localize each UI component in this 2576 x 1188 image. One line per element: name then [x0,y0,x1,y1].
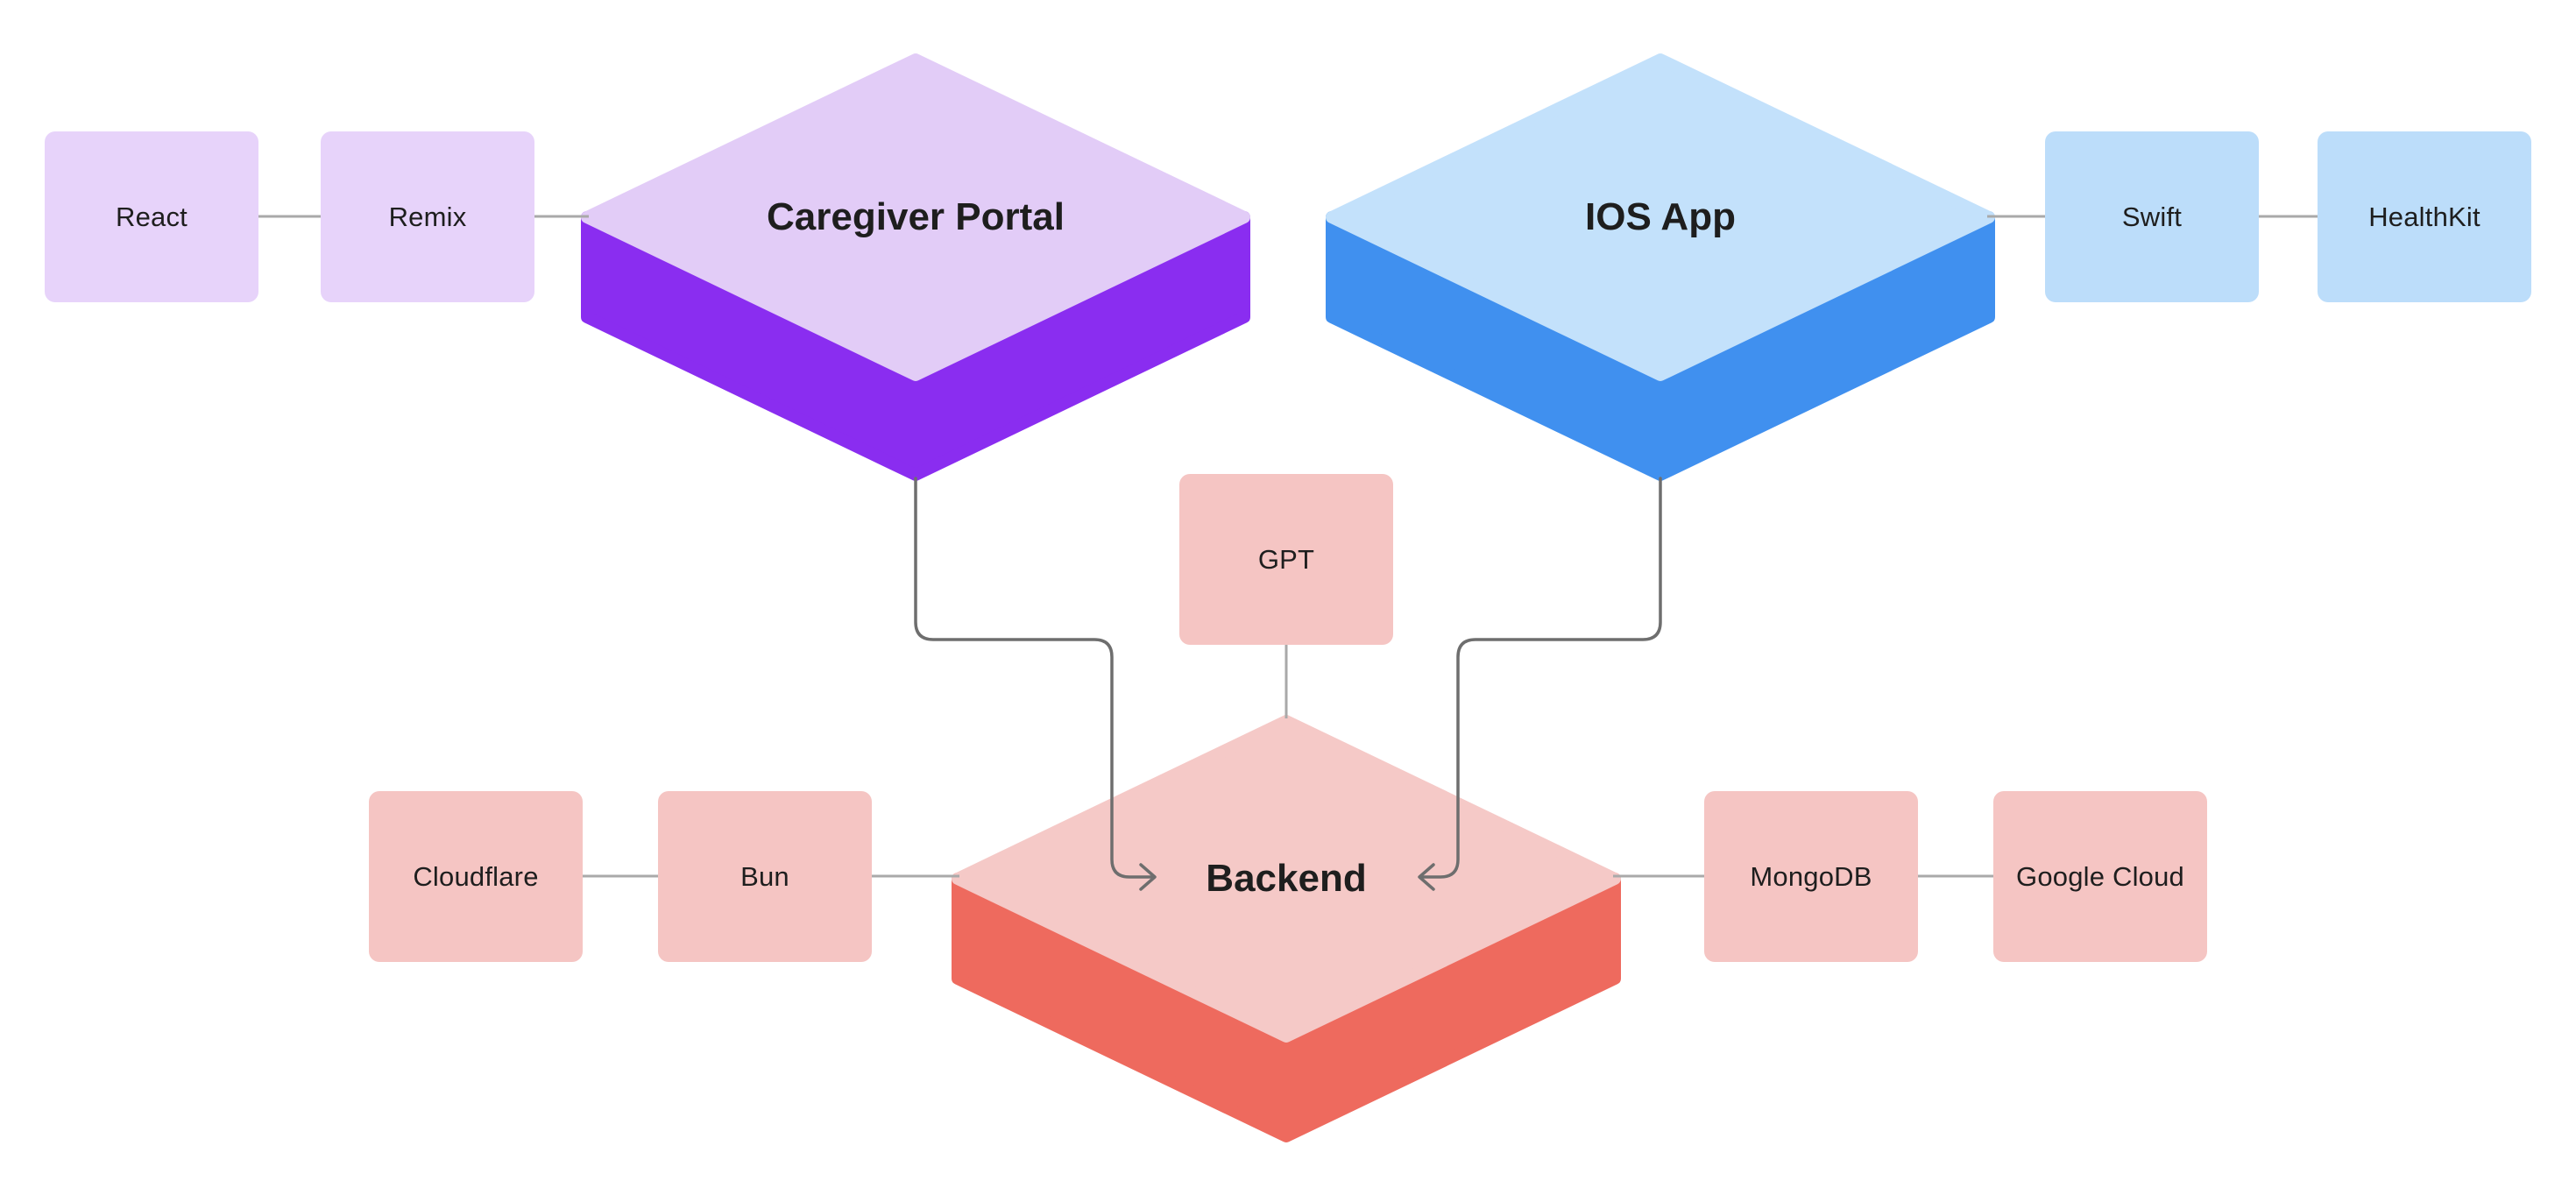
backend-diamond[interactable] [952,715,1621,1142]
caregiver-portal-diamond[interactable] [581,53,1250,481]
connector-right-arrowhead-icon [1418,863,1435,891]
connector-caregiver-portal-to-backend [914,477,1153,879]
connector-left-arrowhead-icon [1139,863,1157,891]
cloudflare-label: Cloudflare [413,860,539,892]
swift-label: Swift [2121,201,2183,232]
connector-ios-app-to-backend [1421,477,1662,879]
caregiver-portal-diamond-face[interactable] [581,53,1250,381]
cloudflare-node[interactable]: Cloudflare [369,791,583,962]
healthkit-label: HealthKit [2368,201,2480,232]
remix-label: Remix [388,201,467,232]
mongodb-label: MongoDB [1750,860,1872,892]
gpt-label: GPT [1257,543,1315,575]
react-label: React [116,201,188,232]
ios-app-label: IOS App [1585,195,1736,238]
react-node[interactable]: React [45,131,258,302]
swift-node[interactable]: Swift [2045,131,2259,302]
bun-node[interactable]: Bun [658,791,872,962]
ios-app-diamond[interactable] [1326,53,1995,481]
google-cloud-node[interactable]: Google Cloud [1993,791,2207,962]
backend-label: Backend [1206,857,1367,900]
ios-app-diamond-face[interactable] [1326,53,1995,381]
healthkit-node[interactable]: HealthKit [2318,131,2531,302]
remix-node[interactable]: Remix [321,131,534,302]
gpt-node[interactable]: GPT [1179,474,1393,645]
bun-label: Bun [740,860,789,892]
google-cloud-label: Google Cloud [2016,860,2184,892]
mongodb-node[interactable]: MongoDB [1704,791,1918,962]
backend-diamond-face[interactable] [952,715,1621,1043]
caregiver-portal-label: Caregiver Portal [767,195,1065,238]
